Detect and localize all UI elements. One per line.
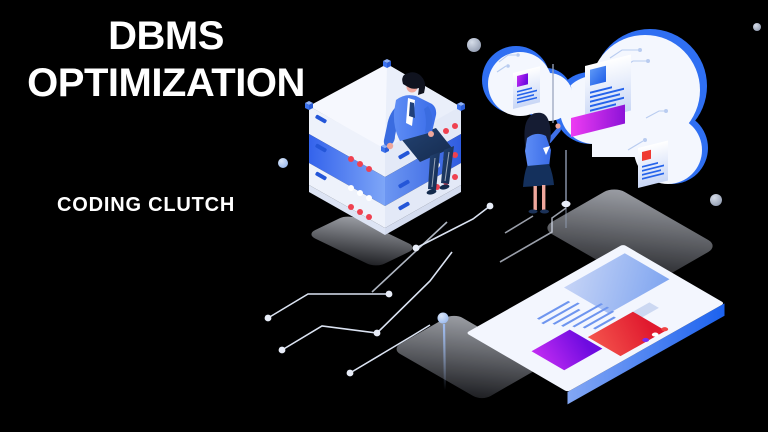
circuit-trace-terminals [264, 202, 494, 377]
tablet-blue-panel [564, 253, 670, 314]
tablet-text-lines [536, 300, 616, 330]
pin-node-right [710, 194, 722, 288]
cloud-etched-traces [609, 49, 664, 151]
sitting-developer-figure [383, 72, 454, 195]
cloud-connection-lines [552, 64, 567, 228]
standing-woman-figure [523, 112, 562, 214]
trace-terminal [561, 200, 571, 208]
pin-node-ball-blue [437, 312, 449, 391]
tablet-red-panel [587, 311, 666, 357]
drive-slots [315, 114, 410, 211]
document-card-blue [585, 54, 631, 122]
lower-platform-shadow [396, 315, 540, 399]
pin-node-left [278, 158, 288, 262]
page-title: DBMS OPTIMIZATION [20, 13, 312, 107]
document-card-purple [513, 66, 540, 109]
cube-shadow-platform [311, 216, 413, 266]
cloud-storage-icon [554, 29, 708, 188]
cloud-etched-traces-small [496, 54, 516, 73]
brand-text: CODING CLUTCH [57, 194, 236, 216]
pin-node-top [467, 38, 481, 150]
title-line-1: DBMS [108, 14, 224, 58]
cloud-platform-shadow [547, 189, 713, 285]
cloud-small-icon [482, 46, 573, 121]
title-line-2: OPTIMIZATION [27, 61, 305, 105]
circuit-trace-lines [267, 205, 567, 374]
tablet-purple-panel [531, 329, 603, 371]
database-server-stack-icon [305, 59, 465, 266]
magenta-bar [571, 104, 625, 137]
tablet-dots [642, 327, 669, 342]
document-card-red [638, 140, 668, 188]
pin-node-topright [753, 23, 761, 31]
isometric-tablet-icon [467, 245, 725, 405]
